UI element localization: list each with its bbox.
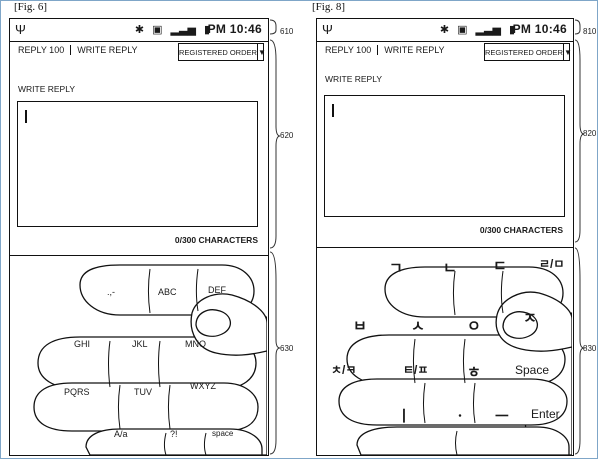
sort-dropdown[interactable]: REGISTERED ORDER ▼	[178, 43, 266, 61]
key-rieul-mieum[interactable]: ㄹ/ㅁ	[539, 257, 565, 271]
key-bieup[interactable]: ㅂ	[353, 318, 367, 335]
reply-textarea[interactable]	[324, 95, 565, 217]
clock: PM 10:46	[207, 22, 262, 36]
key-pqrs[interactable]: PQRS	[64, 387, 90, 397]
hand-illustration	[33, 264, 267, 455]
tab-divider	[377, 45, 379, 55]
reference-number: 810	[583, 27, 597, 36]
key-punctuation[interactable]: .,-	[107, 287, 115, 297]
bluetooth-icon: ✱	[134, 24, 145, 36]
text-cursor	[332, 104, 334, 117]
key-def[interactable]: DEF	[208, 285, 226, 295]
reference-number: 630	[280, 344, 294, 353]
character-counter: 0/300 CHARACTERS	[174, 235, 258, 245]
status-bar: Ψ ✱ ▣ ▂▃▅ ▮ PM 10:46	[10, 19, 268, 42]
status-bar: Ψ ✱ ▣ ▂▃▅ ▮ PM 10:46	[317, 19, 573, 42]
reference-number: 610	[280, 27, 294, 36]
key-digeut[interactable]: ㄷ	[493, 258, 507, 275]
bluetooth-icon: ✱	[439, 24, 450, 36]
key-nieun[interactable]: ㄴ	[443, 260, 457, 277]
tab-reply[interactable]: REPLY 100	[18, 45, 65, 55]
key-ghi[interactable]: GHI	[74, 339, 91, 349]
key-wxyz[interactable]: WXYZ	[190, 381, 216, 391]
chevron-down-icon[interactable]: ▼	[256, 44, 266, 60]
key-symbols[interactable]: ?!	[170, 429, 178, 439]
usb-icon: Ψ	[15, 22, 26, 37]
character-counter: 0/300 CHARACTERS	[479, 225, 563, 235]
reference-brackets-fig6	[270, 19, 281, 455]
battery-icon: ▮	[508, 24, 515, 36]
key-eu-vowel[interactable]: ㅡ	[495, 408, 509, 425]
keyboard-divider	[10, 255, 268, 256]
tab-divider	[70, 45, 72, 55]
reply-textarea[interactable]	[17, 101, 258, 227]
reference-brackets-fig8	[575, 19, 585, 455]
key-dot-vowel[interactable]: ㆍ	[453, 408, 467, 425]
sort-label: REGISTERED ORDER	[179, 47, 257, 57]
key-enter[interactable]: Enter	[531, 407, 560, 421]
key-space[interactable]: Space	[515, 363, 550, 377]
key-mno[interactable]: MNO	[185, 339, 206, 349]
key-giyeok[interactable]: ㄱ	[389, 260, 403, 277]
signal-icon: ▂▃▅	[475, 24, 501, 36]
key-hieut[interactable]: ㅎ	[467, 364, 481, 381]
usb-icon: Ψ	[322, 22, 333, 37]
key-i-vowel[interactable]: ㅣ	[397, 408, 411, 425]
key-jieut[interactable]: ㅈ	[523, 310, 537, 327]
signal-icon: ▂▃▅	[170, 24, 196, 36]
clock: PM 10:46	[512, 22, 567, 36]
reference-number: 830	[583, 344, 597, 353]
tab-bar: REPLY 100 WRITE REPLY	[325, 45, 445, 55]
tab-reply[interactable]: REPLY 100	[325, 45, 372, 55]
vibrate-icon: ▣	[457, 24, 468, 36]
key-ieung[interactable]: ㅇ	[467, 318, 481, 335]
status-icons: ✱ ▣ ▂▃▅ ▮	[135, 23, 210, 36]
text-cursor	[25, 110, 27, 123]
write-reply-label: WRITE REPLY	[325, 74, 382, 84]
key-siot[interactable]: ㅅ	[411, 318, 425, 335]
tab-bar: REPLY 100 WRITE REPLY	[18, 45, 138, 55]
key-space[interactable]: space	[212, 429, 234, 438]
figure-caption-6: [Fig. 6]	[14, 1, 47, 13]
status-icons: ✱ ▣ ▂▃▅ ▮	[440, 23, 515, 36]
tab-write-reply[interactable]: WRITE REPLY	[384, 45, 445, 55]
key-chieut-kieuk[interactable]: ㅊ/ㅋ	[331, 363, 357, 377]
keyboard-divider	[317, 247, 573, 248]
sort-dropdown[interactable]: REGISTERED ORDER ▼	[484, 43, 572, 61]
write-reply-label: WRITE REPLY	[18, 84, 75, 94]
sort-label: REGISTERED ORDER	[485, 47, 563, 57]
tab-write-reply[interactable]: WRITE REPLY	[77, 45, 138, 55]
phone-screen-fig8: Ψ ✱ ▣ ▂▃▅ ▮ PM 10:46 REPLY 100 WRITE REP…	[316, 18, 574, 456]
phone-screen-fig6: Ψ ✱ ▣ ▂▃▅ ▮ PM 10:46 REPLY 100 WRITE REP…	[9, 18, 269, 456]
vibrate-icon: ▣	[152, 24, 163, 36]
reference-number: 820	[583, 129, 597, 138]
key-jkl[interactable]: JKL	[132, 339, 148, 349]
key-abc[interactable]: ABC	[158, 287, 177, 297]
key-tieut-pieup[interactable]: ㅌ/ㅍ	[403, 363, 429, 377]
battery-icon: ▮	[203, 24, 210, 36]
reference-number: 620	[280, 131, 294, 140]
key-tuv[interactable]: TUV	[134, 387, 152, 397]
key-shift[interactable]: A/a	[114, 429, 128, 439]
hand-illustration	[338, 266, 572, 455]
chevron-down-icon[interactable]: ▼	[562, 44, 572, 60]
figure-caption-8: [Fig. 8]	[312, 1, 345, 13]
